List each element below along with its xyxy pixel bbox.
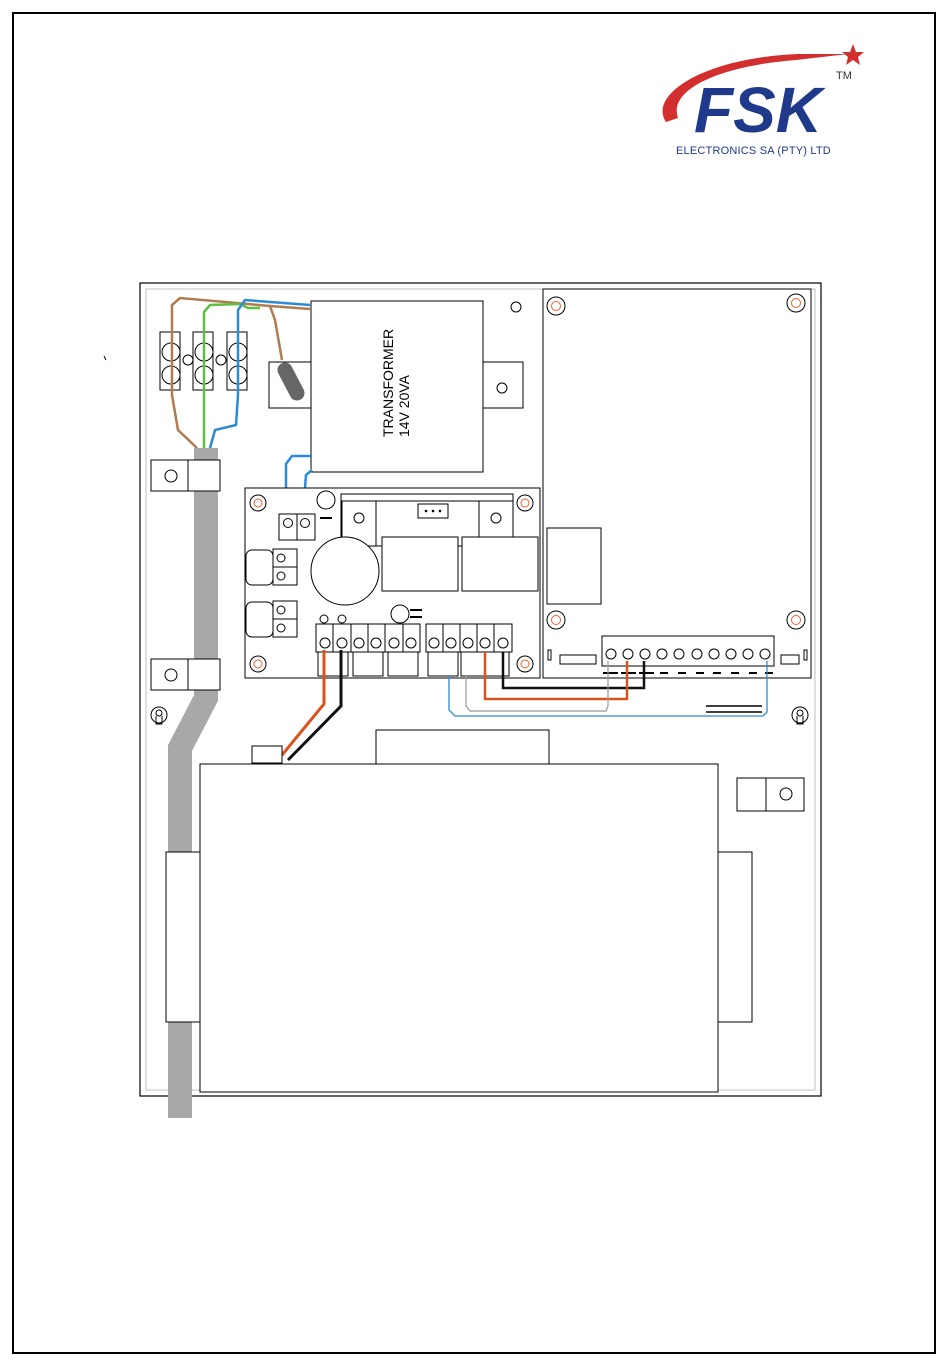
cable-clamp (151, 659, 220, 690)
logo-star (842, 44, 864, 65)
power-supply-board (245, 488, 540, 678)
logo-trademark: TM (836, 70, 852, 82)
logo-subtitle: ELECTRONICS SA (PTY) LTD (676, 145, 831, 157)
transformer: TRANSFORMER 14V 20VA (311, 301, 523, 472)
keyhole-mount (792, 707, 808, 724)
battery-connector (252, 746, 282, 763)
battery (166, 730, 752, 1092)
logo-brand: FSK (694, 74, 827, 146)
alarm-panel-board (543, 289, 811, 712)
transformer-label-line1: TRANSFORMER (380, 329, 396, 437)
keyhole-mount (151, 707, 167, 724)
wire-brown-to-fuse (270, 306, 282, 360)
mounting-hole (511, 302, 521, 312)
side-bracket (737, 778, 804, 811)
stray-mark (104, 356, 106, 360)
transformer-label-line2: 14V 20VA (396, 374, 412, 437)
cable-clamp (151, 460, 220, 491)
